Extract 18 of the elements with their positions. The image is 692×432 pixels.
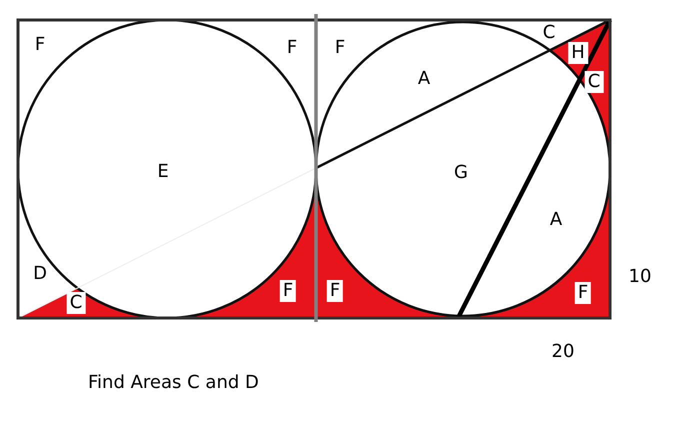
region-label: F <box>280 280 296 302</box>
region-label: F <box>334 38 346 58</box>
region-label: A <box>550 210 562 230</box>
region-label: C <box>542 23 556 43</box>
region-label: A <box>418 69 430 89</box>
dimension-label: 20 <box>552 342 574 362</box>
region-label: F <box>286 38 298 58</box>
region-label: G <box>454 163 468 183</box>
caption: Find Areas C and D <box>88 372 259 393</box>
region-label: D <box>33 264 47 284</box>
region-label: C <box>584 71 604 93</box>
region-label: E <box>157 162 169 182</box>
region-label: F <box>574 282 592 304</box>
region-label: C <box>66 292 86 314</box>
region-label: F <box>326 280 344 302</box>
region-label: F <box>34 35 46 55</box>
dimension-label: 10 <box>628 267 652 287</box>
region-label: H <box>568 42 588 64</box>
